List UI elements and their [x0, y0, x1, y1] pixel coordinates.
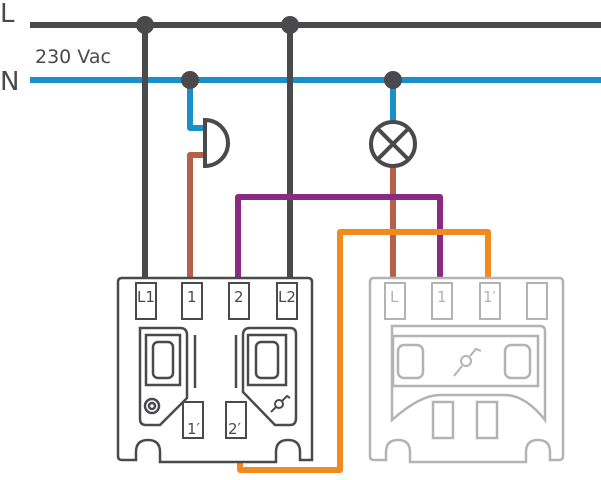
svg-text:L: L [390, 288, 399, 306]
terminal-1[interactable]: 1 [431, 282, 453, 320]
bell-icon [203, 117, 230, 169]
svg-text:1: 1 [437, 288, 447, 306]
svg-text:2′: 2′ [228, 420, 242, 438]
right-switch-device[interactable] [368, 276, 565, 464]
svg-text:L2: L2 [278, 288, 296, 306]
junction-dot [181, 71, 199, 89]
wire-N-to-bell [187, 80, 205, 131]
svg-text:2: 2 [234, 288, 244, 306]
left-switch-device[interactable] [116, 276, 314, 464]
switch-symbol-icon [453, 347, 482, 377]
lamp-icon [369, 120, 417, 168]
terminal-1[interactable]: 1 [181, 282, 203, 320]
svg-text:1′: 1′ [483, 288, 497, 306]
junction-dot [281, 16, 299, 34]
terminal-1-prime[interactable]: 1′ [182, 401, 204, 439]
terminal-L[interactable]: L [384, 282, 406, 320]
switch-symbol-icon [270, 394, 291, 413]
wire-traveller-orange [237, 229, 491, 473]
line-label: L [0, 0, 15, 29]
svg-text:L1: L1 [137, 288, 155, 306]
svg-text:1: 1 [187, 288, 197, 306]
junction-dot [136, 16, 154, 34]
voltage-label: 230 Vac [35, 46, 111, 68]
wire-bell-to-1 [187, 152, 205, 280]
terminal-2[interactable]: 2 [228, 282, 250, 320]
terminal-L1[interactable]: L1 [135, 282, 157, 320]
svg-text:1′: 1′ [187, 420, 201, 438]
terminal-1-prime[interactable]: 1′ [479, 282, 501, 320]
neutral-label: N [0, 67, 19, 97]
terminal-unused[interactable] [526, 282, 548, 320]
terminal-L2[interactable]: L2 [276, 282, 298, 320]
junction-dot [384, 71, 402, 89]
terminal-2-prime[interactable]: 2′ [225, 401, 247, 439]
wire-traveller-purple [235, 194, 443, 280]
